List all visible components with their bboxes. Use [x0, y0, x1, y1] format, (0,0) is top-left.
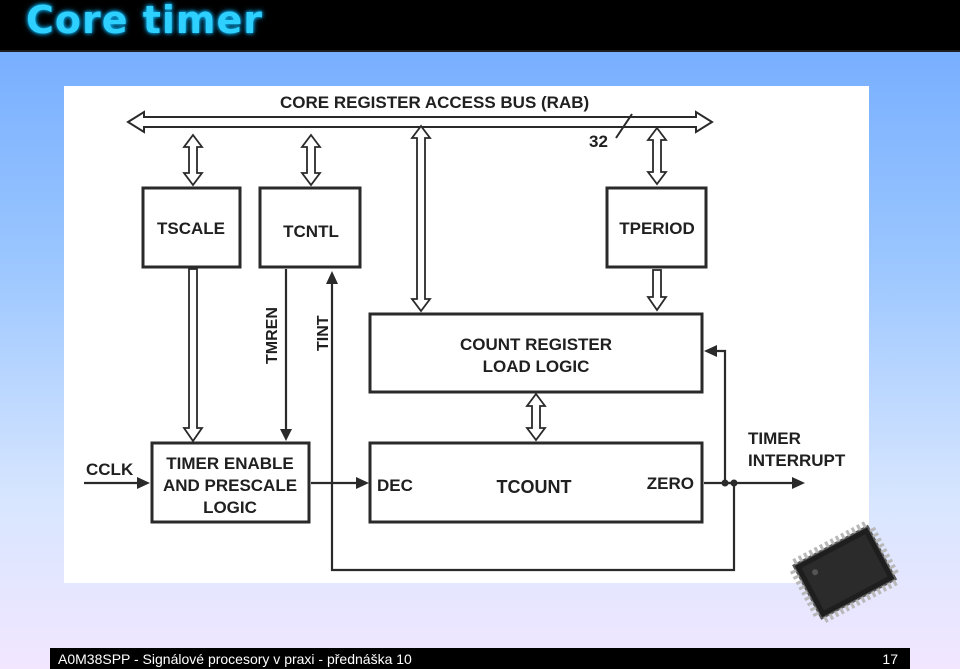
footer-bar: A0M38SPP - Signálové procesory v praxi -…: [50, 648, 910, 669]
timer-interrupt-arrowhead: [792, 477, 805, 489]
tcount-dec-label: DEC: [377, 476, 413, 495]
bus-to-tscale-arrow: [182, 133, 204, 187]
slide-title: Core timer: [26, 0, 264, 42]
count-register-block: [368, 312, 704, 394]
zero-reload-arrowhead: [704, 345, 717, 357]
footer-text: A0M38SPP - Signálové procesory v praxi -…: [58, 650, 412, 667]
chip-icon: [790, 521, 899, 623]
tint-label: TINT: [315, 315, 332, 351]
prescale-to-dec-arrowhead: [356, 477, 369, 489]
page-number: 17: [882, 650, 898, 667]
cclk-label: CCLK: [86, 460, 134, 479]
tcount-label: TCOUNT: [497, 477, 572, 497]
tcntl-label: TCNTL: [283, 222, 339, 241]
timer-interrupt-label-1: TIMER: [748, 429, 801, 448]
cclk-arrowhead: [137, 477, 150, 489]
junction-dot-2: [730, 479, 738, 487]
timer-enable-line1: TIMER ENABLE: [166, 454, 294, 473]
timer-enable-block: [150, 441, 311, 524]
bus-to-tperiod-arrow: [646, 126, 668, 186]
tscale-label: TSCALE: [157, 219, 225, 238]
bus-width-label: 32: [589, 132, 608, 151]
core-timer-diagram: CORE REGISTER ACCESS BUS (RAB) 32 TSCALE…: [84, 93, 846, 572]
tmren-label: TMREN: [264, 307, 281, 364]
count-register-line1: COUNT REGISTER: [460, 335, 612, 354]
tmren-arrowhead: [280, 429, 292, 441]
timer-enable-line2: AND PRESCALE: [163, 476, 297, 495]
timer-interrupt-label-2: INTERRUPT: [748, 451, 846, 470]
bus-to-tcntl-arrow: [300, 133, 322, 187]
timer-enable-line3: LOGIC: [203, 498, 257, 517]
tscale-block: [141, 186, 242, 269]
zero-reload-line: [716, 349, 727, 483]
tperiod-to-count-register-arrow: [646, 269, 668, 312]
bus-width-slash: [615, 113, 633, 139]
count-register-line2: LOAD LOGIC: [483, 357, 590, 376]
tcount-block: [368, 441, 704, 524]
tint-arrowhead: [326, 271, 338, 284]
rab-bus: [126, 110, 714, 134]
tcount-zero-label: ZERO: [647, 474, 694, 493]
bus-to-count-register-arrow: [410, 124, 432, 313]
tscale-to-timer-enable-arrow: [182, 268, 204, 443]
tcntl-block: [258, 186, 362, 269]
diagram-area: CORE REGISTER ACCESS BUS (RAB) 32 TSCALE…: [64, 86, 869, 583]
title-bar: Core timer: [0, 0, 960, 52]
tperiod-label: TPERIOD: [619, 219, 695, 238]
tperiod-block: [605, 186, 708, 269]
count-register-tcount-arrow: [525, 392, 547, 442]
bus-label: CORE REGISTER ACCESS BUS (RAB): [280, 93, 589, 112]
